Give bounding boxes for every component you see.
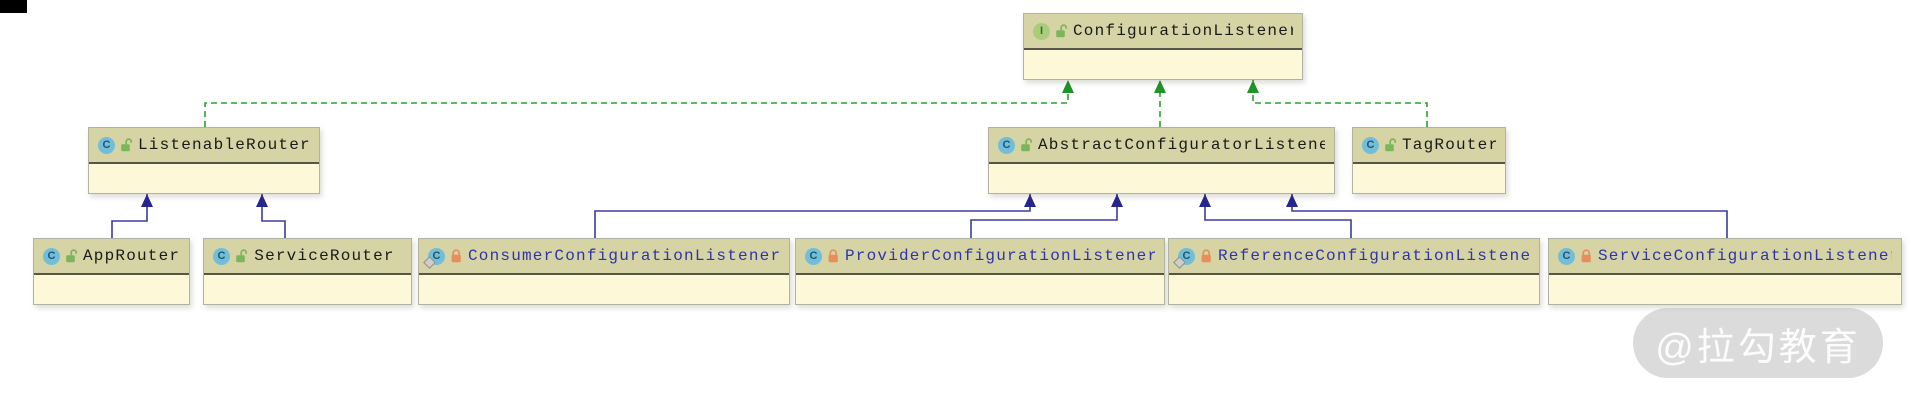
class-icon: C — [43, 247, 60, 265]
node-name: ProviderConfigurationListener — [845, 247, 1155, 265]
edge-generalization-ConsumerConfigurationListener-to-AbstractConfiguratorListener — [594, 194, 1031, 238]
edge-generalization-ServiceRouter-to-ListenableRouter — [261, 194, 286, 238]
interface-icon: I — [1033, 22, 1050, 40]
node-name: AppRouter — [83, 247, 180, 265]
class-icon: C — [1173, 247, 1195, 269]
node-header: C ProviderConfigurationListener — [796, 239, 1164, 275]
node-body — [796, 275, 1164, 304]
edge-generalization-ServiceConfigurationListener-to-AbstractConfiguratorListener — [1291, 194, 1728, 238]
edge-realization-TagRouter-to-ConfigurationListener — [1252, 80, 1428, 127]
arrowhead-icon — [1247, 80, 1259, 93]
class-node-AbstractConfiguratorListener[interactable]: C AbstractConfiguratorListener — [988, 127, 1335, 194]
node-header: C AbstractConfiguratorListener — [989, 128, 1334, 164]
public-lock-icon — [235, 249, 248, 263]
node-header: I ConfigurationListener — [1024, 14, 1302, 50]
class-icon: C — [213, 247, 230, 265]
public-lock-icon — [1384, 138, 1397, 152]
node-header: C ServiceConfigurationListener — [1549, 239, 1901, 275]
class-icon: C — [1558, 247, 1575, 265]
class-node-ConsumerConfigurationListener[interactable]: C ConsumerConfigurationListener — [418, 238, 790, 305]
public-lock-icon — [120, 138, 133, 152]
node-header: C ServiceRouter — [204, 239, 411, 275]
class-icon: C — [98, 136, 115, 154]
node-header: C ReferenceConfigurationListener — [1169, 239, 1539, 275]
watermark-text: @拉勾教育 — [1655, 326, 1861, 369]
public-lock-icon — [1055, 24, 1068, 38]
arrowhead-icon — [1199, 194, 1211, 207]
private-lock-icon — [1200, 249, 1213, 263]
public-lock-icon — [65, 249, 78, 263]
class-node-ListenableRouter[interactable]: C ListenableRouter — [88, 127, 320, 194]
node-body — [1353, 164, 1505, 193]
node-header: C ConsumerConfigurationListener — [419, 239, 789, 275]
class-node-ServiceRouter[interactable]: C ServiceRouter — [203, 238, 412, 305]
class-node-AppRouter[interactable]: C AppRouter — [33, 238, 190, 305]
node-body — [419, 275, 789, 304]
corner-artifact — [0, 0, 27, 13]
node-name: ServiceRouter — [254, 247, 395, 265]
class-icon: C — [423, 247, 445, 269]
class-node-TagRouter[interactable]: C TagRouter — [1352, 127, 1506, 194]
edge-generalization-ProviderConfigurationListener-to-AbstractConfiguratorListener — [970, 194, 1118, 238]
class-icon: C — [1362, 136, 1379, 154]
public-lock-icon — [1020, 138, 1033, 152]
node-name: ListenableRouter — [138, 136, 310, 154]
class-icon: C — [805, 247, 822, 265]
node-body — [204, 275, 411, 304]
node-name: AbstractConfiguratorListener — [1038, 136, 1325, 154]
node-body — [34, 275, 189, 304]
node-body — [89, 164, 319, 193]
node-body — [1549, 275, 1901, 304]
arrowhead-icon — [1111, 194, 1123, 207]
watermark-badge: @拉勾教育 — [1633, 308, 1883, 378]
arrowhead-icon — [1062, 80, 1074, 93]
private-lock-icon — [827, 249, 840, 263]
arrowhead-icon — [141, 194, 153, 207]
node-name: ServiceConfigurationListener — [1598, 247, 1892, 265]
class-node-ProviderConfigurationListener[interactable]: C ProviderConfigurationListener — [795, 238, 1165, 305]
arrowhead-icon — [1024, 194, 1036, 207]
node-header: C TagRouter — [1353, 128, 1505, 164]
node-header: C AppRouter — [34, 239, 189, 275]
class-icon: C — [998, 136, 1015, 154]
node-name: TagRouter — [1402, 136, 1496, 154]
class-node-ServiceConfigurationListener[interactable]: C ServiceConfigurationListener — [1548, 238, 1902, 305]
node-name: ConsumerConfigurationListener — [468, 247, 780, 265]
node-name: ConfigurationListener — [1073, 22, 1293, 40]
node-body — [989, 164, 1334, 193]
arrowhead-icon — [256, 194, 268, 207]
arrowhead-icon — [1286, 194, 1298, 207]
edge-generalization-AppRouter-to-ListenableRouter — [111, 194, 148, 238]
edge-realization-ListenableRouter-to-ConfigurationListener — [204, 80, 1069, 127]
class-node-ConfigurationListener[interactable]: I ConfigurationListener — [1023, 13, 1303, 80]
class-node-ReferenceConfigurationListener[interactable]: C ReferenceConfigurationListener — [1168, 238, 1540, 305]
node-name: ReferenceConfigurationListener — [1218, 247, 1530, 265]
node-body — [1169, 275, 1539, 304]
node-header: C ListenableRouter — [89, 128, 319, 164]
private-lock-icon — [1580, 249, 1593, 263]
arrowhead-icon — [1154, 80, 1166, 93]
edge-generalization-ReferenceConfigurationListener-to-AbstractConfiguratorListener — [1204, 194, 1352, 238]
private-lock-icon — [450, 249, 463, 263]
node-body — [1024, 50, 1302, 79]
